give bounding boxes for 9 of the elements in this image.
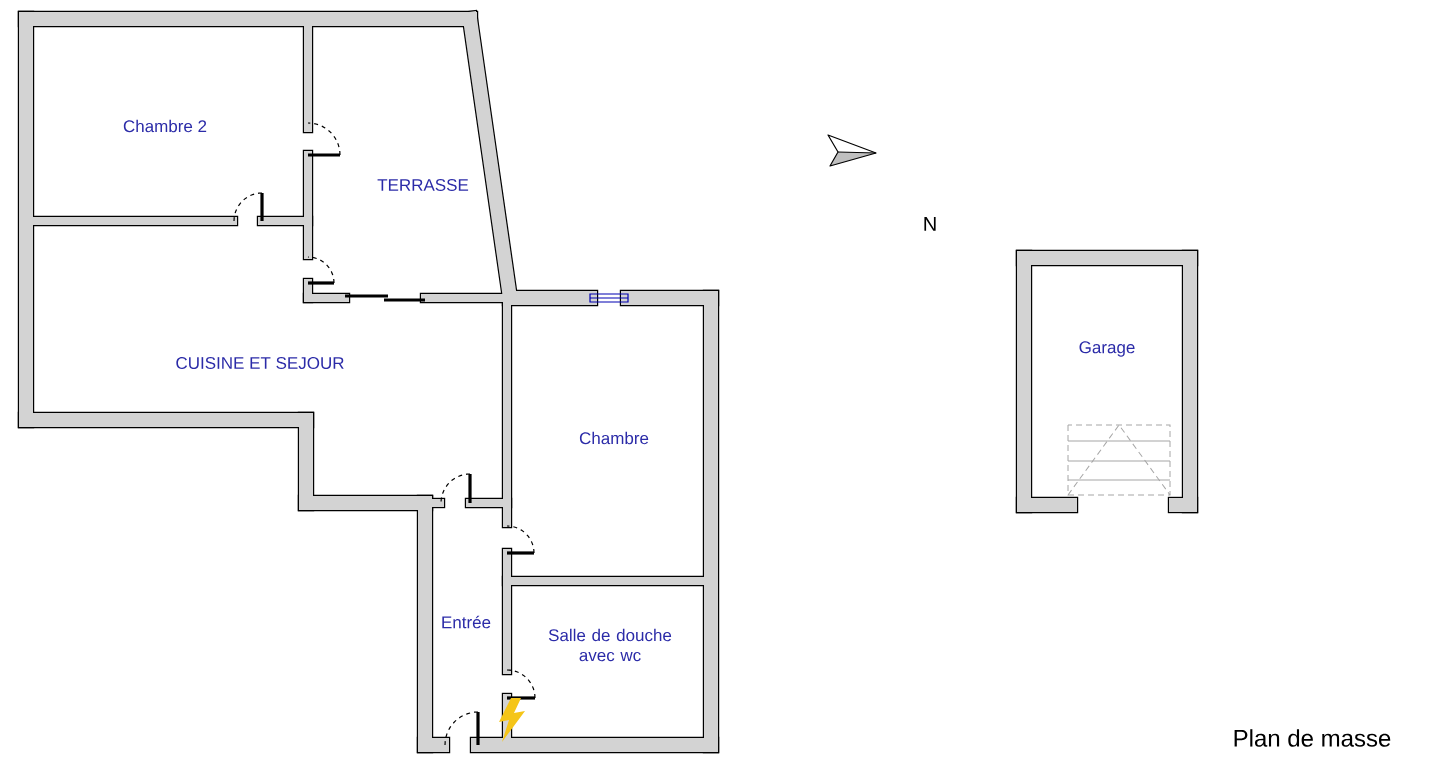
room-label: CUISINE ET SEJOUR bbox=[176, 357, 344, 369]
compass-label: N bbox=[924, 217, 936, 231]
room-label: Chambre bbox=[579, 431, 649, 445]
room-label: Entrée bbox=[442, 615, 491, 629]
room-label: TERRASSE bbox=[377, 179, 469, 191]
room-label: Salle de douche avec wc bbox=[548, 628, 672, 662]
room-label: Chambre 2 bbox=[123, 119, 207, 133]
plan-title: Plan de masse bbox=[1234, 729, 1391, 747]
room-label: Garage bbox=[1079, 341, 1135, 357]
